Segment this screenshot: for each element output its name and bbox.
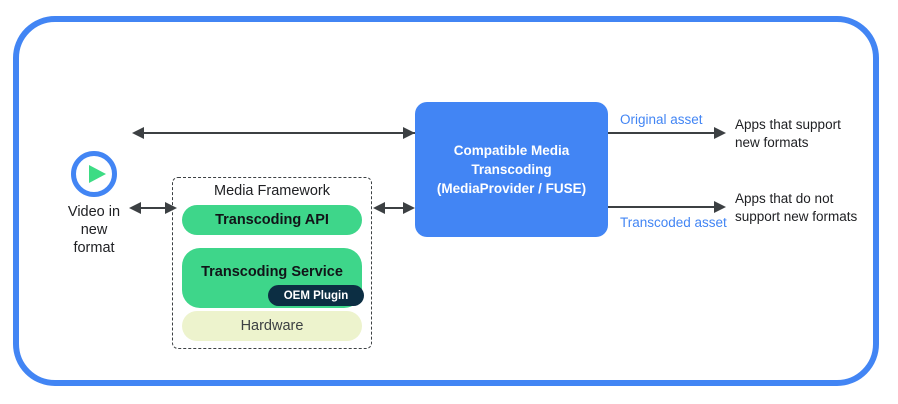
arrowhead-right-icon	[403, 126, 415, 139]
arrowhead-left-icon	[129, 201, 141, 214]
arrowhead-right-icon	[714, 126, 726, 139]
media-framework-box	[172, 177, 372, 349]
label-transcoded-asset: Transcoded asset	[620, 215, 727, 230]
label-apps-nosupport-line1: Apps that do not	[735, 191, 834, 206]
label-original-asset: Original asset	[620, 112, 703, 127]
connector-source-to-framework	[141, 207, 165, 209]
layer-transcoding-service-label: Transcoding Service	[201, 264, 343, 280]
badge-oem-plugin[interactable]: OEM Plugin	[268, 285, 364, 306]
source-video-label-line2: new	[80, 222, 108, 238]
arrowhead-right-icon	[403, 201, 415, 214]
arrowhead-right-icon	[714, 200, 726, 213]
source-video-label-line1: Video in	[67, 204, 121, 220]
connector-framework-to-cmt	[385, 207, 403, 209]
label-apps-support-line2: new formats	[735, 135, 809, 150]
connector-source-to-cmt	[144, 132, 415, 134]
layer-transcoding-api[interactable]: Transcoding API	[182, 205, 362, 235]
video-play-icon	[71, 151, 117, 197]
source-video-label: Video in new format	[46, 203, 142, 257]
media-framework-title: Media Framework	[213, 183, 331, 199]
cmt-line1: Compatible Media	[453, 143, 570, 158]
arrowhead-left-icon	[132, 126, 144, 139]
arrowhead-right-icon	[165, 201, 177, 214]
label-apps-support-line1: Apps that support	[735, 117, 841, 132]
compatible-media-transcoding-box[interactable]: Compatible Media Transcoding (MediaProvi…	[415, 102, 608, 237]
connector-cmt-to-apps-nosupport	[608, 206, 714, 208]
layer-hardware[interactable]: Hardware	[182, 311, 362, 341]
connector-cmt-to-apps-support	[608, 132, 714, 134]
source-video-label-line3: format	[73, 240, 115, 256]
arrowhead-left-icon	[373, 201, 385, 214]
label-apps-support-new-formats: Apps that support new formats	[735, 116, 841, 152]
label-apps-nosupport-line2: support new formats	[735, 209, 858, 224]
cmt-line3: (MediaProvider / FUSE)	[436, 181, 587, 196]
play-triangle-icon	[89, 165, 106, 183]
label-apps-not-support-new-formats: Apps that do not support new formats	[735, 190, 857, 226]
cmt-line2: Transcoding	[471, 162, 552, 177]
